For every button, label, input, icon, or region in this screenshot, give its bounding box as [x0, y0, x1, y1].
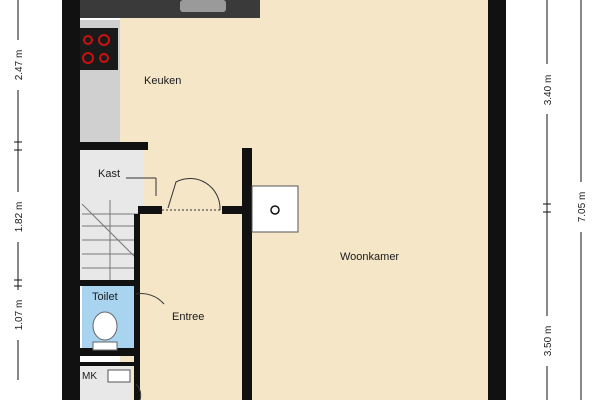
room-label-entree: Entree [172, 311, 204, 323]
shaft-icon [270, 205, 280, 215]
kitchen-hob [80, 28, 118, 70]
room-label-keuken: Keuken [144, 75, 181, 87]
room-label-woonkamer: Woonkamer [340, 251, 399, 263]
doors [126, 177, 222, 400]
toilet-icon [92, 311, 118, 351]
walls [62, 0, 506, 400]
room-label-mk: MK [82, 371, 97, 382]
left-dim-labels-bg [12, 40, 24, 400]
right-dim-labels-bg [541, 64, 587, 366]
mk-panel [107, 369, 131, 383]
stairs [81, 200, 139, 280]
dimension-right-3-50: 3.50 m [543, 326, 554, 357]
dimension-right-7-05: 7.05 m [577, 192, 588, 223]
kitchen-top-counter [80, 0, 260, 18]
room-label-toilet: Toilet [92, 291, 118, 303]
kitchen-sink [180, 0, 226, 12]
floor-entree [138, 214, 242, 400]
dimension-left-2-47: 2.47 m [14, 50, 25, 81]
room-label-kast: Kast [98, 168, 120, 180]
dimension-left-1-07: 1.07 m [14, 300, 25, 331]
dimension-left-1-82: 1.82 m [14, 202, 25, 233]
shaft [251, 185, 299, 233]
hob-burners-icon [82, 34, 110, 64]
dimension-right-3-40: 3.40 m [543, 75, 554, 106]
